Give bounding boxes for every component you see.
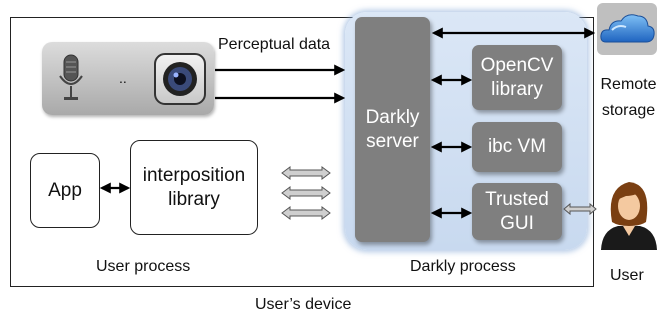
interposition-label: interposition library bbox=[142, 164, 246, 210]
darkly-server: Darkly server bbox=[355, 17, 430, 242]
opencv-label: OpenCV library bbox=[480, 54, 554, 100]
opencv-library: OpenCV library bbox=[472, 45, 562, 110]
ibc-vm: ibc VM bbox=[472, 122, 562, 172]
cloud-icon bbox=[597, 3, 657, 55]
app-box: App bbox=[30, 153, 100, 228]
user-process-label: User process bbox=[96, 258, 191, 275]
app-label: App bbox=[48, 179, 82, 201]
trusted-gui-label: Trusted GUI bbox=[485, 188, 549, 234]
darkly-server-label: Darkly server bbox=[365, 106, 420, 152]
user-label: User bbox=[610, 267, 644, 284]
camera-icon bbox=[154, 53, 206, 105]
remote-storage-label: Remote storage bbox=[600, 76, 657, 119]
user-avatar-icon bbox=[601, 182, 657, 250]
ibc-vm-label: ibc VM bbox=[487, 136, 547, 157]
gui-user-arrow bbox=[563, 202, 597, 216]
interposition-server-arrow-3 bbox=[281, 166, 331, 180]
microphone-icon bbox=[59, 54, 83, 100]
perceptual-data-label: Perceptual data bbox=[218, 36, 331, 53]
interposition-library-box: interposition library bbox=[130, 140, 258, 235]
sensor-ellipsis: .. bbox=[119, 70, 127, 86]
interposition-server-arrows bbox=[281, 186, 331, 220]
trusted-gui: Trusted GUI bbox=[472, 183, 562, 240]
darkly-process-label: Darkly process bbox=[410, 258, 516, 275]
users-device-label: User’s device bbox=[255, 296, 352, 313]
